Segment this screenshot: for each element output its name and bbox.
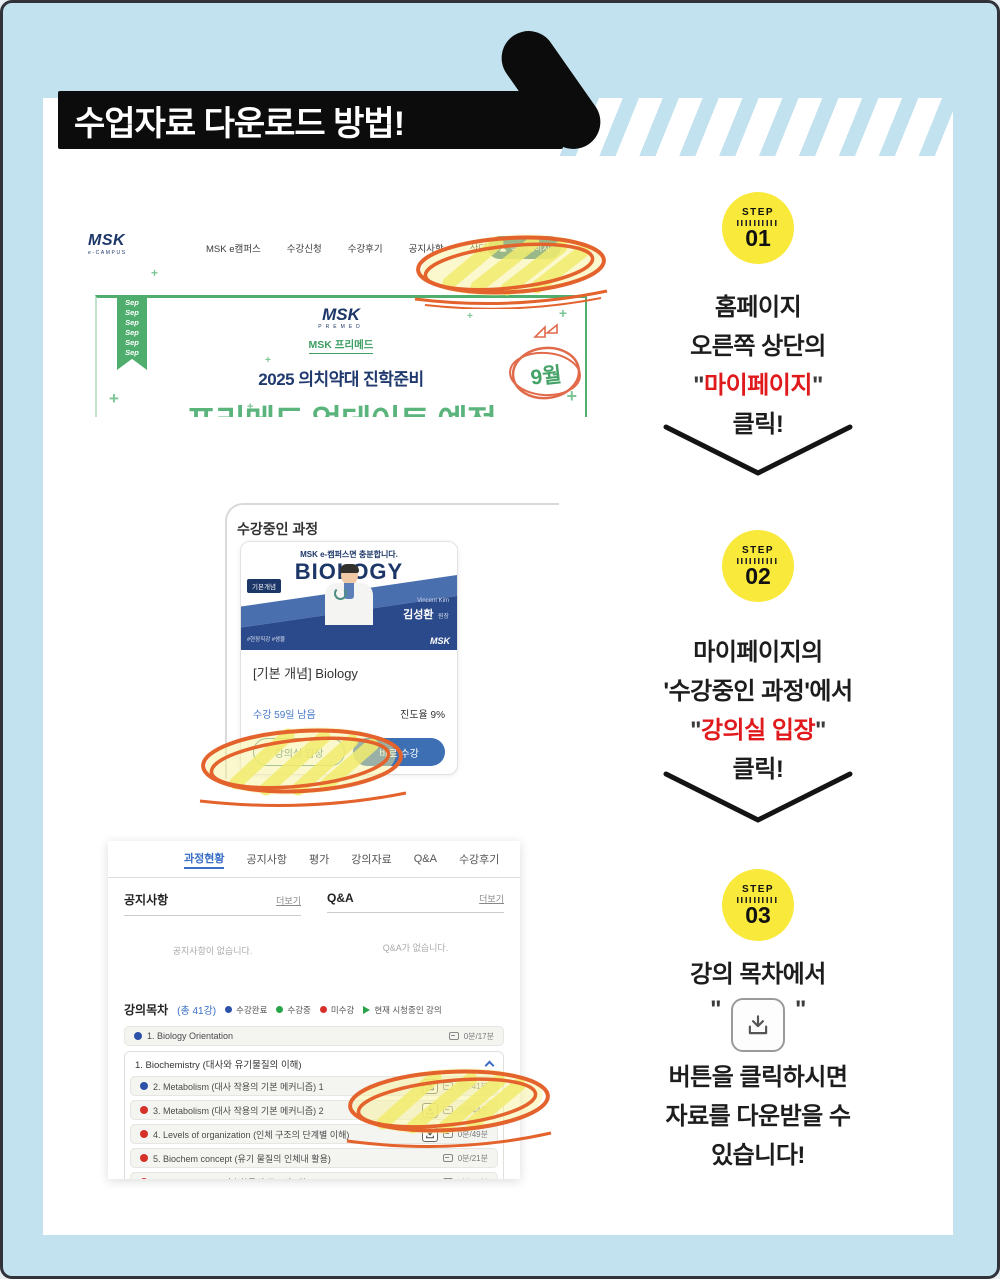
duration-icon [442,1130,453,1138]
title-banner: 수업자료 다운로드 방법! [58,91,563,149]
plus-decoration: + [558,305,567,321]
notice-more-link[interactable]: 더보기 [276,896,301,906]
main-nav: MSK e캠퍼스 수강신청 수강후기 공지사항 상담문의 [206,241,505,255]
diagonal-stripes-decoration [543,98,953,156]
lecture-row[interactable]: 3. Metabolism (대사 작용의 기본 메커니즘) 2 0분/44분 [130,1100,498,1120]
step-1-badge: STEP 01 [722,192,794,264]
plus-decoration: + [467,311,473,322]
msk-premed-logo: MSK [430,636,450,646]
qna-empty-text: Q&A가 없습니다. [382,943,449,953]
duration-icon [448,1032,459,1040]
toc-count: (총 41강) [177,1006,217,1017]
plus-decoration: + [247,401,254,413]
month-circle-doodle [509,346,581,400]
tab-evaluation[interactable]: 평가 [308,854,330,866]
step-1-text: 홈페이지 오른쪽 상단의 "마이페이지" 클릭! [690,294,826,438]
notice-panel: 공지사항 더보기 공지사항이 없습니다. [124,891,301,957]
legend-dot-inprogress [276,1006,284,1013]
instructor-name: Vincent Kim 김성환 원장 [403,598,449,621]
nav-item-enroll[interactable]: 수강신청 [286,244,322,255]
legend-dot-complete [225,1006,233,1013]
nav-item-notice[interactable]: 공지사항 [408,244,444,255]
duration-icon [442,1154,453,1162]
premed-banner: Sep Sep Sep Sep Sep Sep MSK PREMED MSK 프… [95,295,587,417]
hashtags: #현장직강 #생물 [247,637,286,644]
notice-empty-text: 공지사항이 없습니다. [172,946,253,956]
plus-decoration: + [151,266,159,280]
chevron-up-icon [484,1060,495,1071]
tab-materials[interactable]: 강의자료 [351,854,392,866]
msk-campus-logo[interactable]: MSK e-CAMPUS [88,232,127,256]
download-button[interactable] [421,1126,438,1142]
toc-title: 강의목차 [124,1003,169,1017]
legend-dot-notstarted [319,1006,327,1013]
duration-icon [442,1178,453,1179]
premed-brand-label: MSK 프리메드 [308,337,374,354]
banner-subtitle: 2025 의치약대 진학준비 [258,370,424,389]
banner-headline: 프리메드 업데이트 예정 [97,395,585,417]
toc-header: 강의목차 (총 41강) 수강완료 수강중 미수강 현재 시청중인 강의 [124,1003,442,1017]
tab-reviews[interactable]: 수강후기 [458,854,500,866]
download-button[interactable] [421,1078,438,1094]
chapter-section: 1. Biochemistry (대사와 유기물질의 이해) 2. Metabo… [124,1051,504,1179]
lecture-row[interactable]: 4. Levels of organization (인체 구조의 단계별 이해… [130,1124,498,1144]
mypage-button-label: 마이페이지 [511,242,551,253]
qna-title: Q&A [327,891,354,905]
tab-qna[interactable]: Q&A [413,853,437,865]
watch-now-button[interactable]: 바로 수강 [353,738,445,766]
download-icon [748,1015,768,1035]
down-chevron-arrow [663,771,853,823]
page-title: 수업자료 다운로드 방법! [74,104,405,143]
panel-corner-border [225,503,559,779]
screenshot-homepage: MSK e-CAMPUS MSK e캠퍼스 수강신청 수강후기 공지사항 상담문… [78,223,593,419]
sparkle-doodle [533,323,558,338]
plus-decoration: + [566,386,577,406]
course-thumbnail: MSK e-캠퍼스면 충분합니다. BIOLOGY 기본개념 Vincent K… [241,542,457,650]
days-left-label: 수강 59일 남음 [253,710,316,721]
duration-icon [442,1106,453,1114]
plus-decoration: + [109,389,119,408]
course-card[interactable]: MSK e-캠퍼스면 충분합니다. BIOLOGY 기본개념 Vincent K… [240,541,458,775]
step-2-badge: STEP 02 [722,530,794,602]
course-title: [기본 개념] Biology [253,666,358,681]
month-badge: 9월 [509,344,583,402]
step-ticks [737,557,779,564]
tab-course-status[interactable]: 과정현황 [184,850,225,869]
down-chevron-arrow [663,424,853,476]
instructor-illustration [324,564,374,625]
notice-title: 공지사항 [124,893,169,907]
step-3-text: 강의 목차에서 " " 버튼을 클릭하시면 자료를 다운받을 수 있습니다! [665,961,851,1169]
nav-item-reviews[interactable]: 수강후기 [347,244,383,255]
mypage-button[interactable]: 마이페이지 [488,236,562,259]
premed-logo: MSK [322,305,360,324]
legend-play-icon [363,1005,371,1014]
level-badge: 기본개념 [247,579,281,593]
lecture-row[interactable]: 6. Carbohydrate (탄수화물의 구조와 기능) 0분/21분 [130,1172,498,1179]
download-button-example [731,998,785,1052]
tab-notice[interactable]: 공지사항 [246,854,287,866]
september-ribbon: Sep Sep Sep Sep Sep Sep [117,298,147,370]
step-3-badge: STEP 03 [722,869,794,941]
qna-panel: Q&A 더보기 Q&A가 없습니다. [327,891,504,957]
step-2-text: 마이페이지의 '수강중인 과정'에서 "강의실 입장" 클릭! [663,639,853,783]
download-button[interactable] [421,1102,438,1118]
plus-decoration: + [265,355,271,366]
classroom-tabs: 과정현황 공지사항 평가 강의자료 Q&A 수강후기 [108,841,520,878]
enter-classroom-button[interactable]: 강의실 입장 [253,738,345,766]
step-ticks [737,896,779,903]
nav-item-ecampus[interactable]: MSK e캠퍼스 [206,244,261,255]
lecture-row[interactable]: 5. Biochem concept (유기 물질의 인체내 활용) 0분/21… [130,1148,498,1168]
screenshot-classroom: 과정현황 공지사항 평가 강의자료 Q&A 수강후기 공지사항 더보기 공지사항… [108,841,520,1179]
screenshot-mypage: 수강중인 과정 MSK e-캠퍼스면 충분합니다. BIOLOGY 기본개념 V… [203,481,563,781]
step-ticks [737,219,779,226]
lecture-row[interactable]: 2. Metabolism (대사 작용의 기본 메커니즘) 1 0분/41분 [130,1076,498,1096]
chapter-header[interactable]: 1. Biochemistry (대사와 유기물질의 이해) [130,1052,498,1076]
duration-icon [442,1082,453,1090]
person-icon [499,244,507,252]
in-progress-heading: 수강중인 과정 [237,521,319,537]
lecture-row[interactable]: 1. Biology Orientation 0분/17분 [124,1026,504,1046]
progress-label: 진도율 9% [400,710,445,721]
qna-more-link[interactable]: 더보기 [479,894,504,904]
